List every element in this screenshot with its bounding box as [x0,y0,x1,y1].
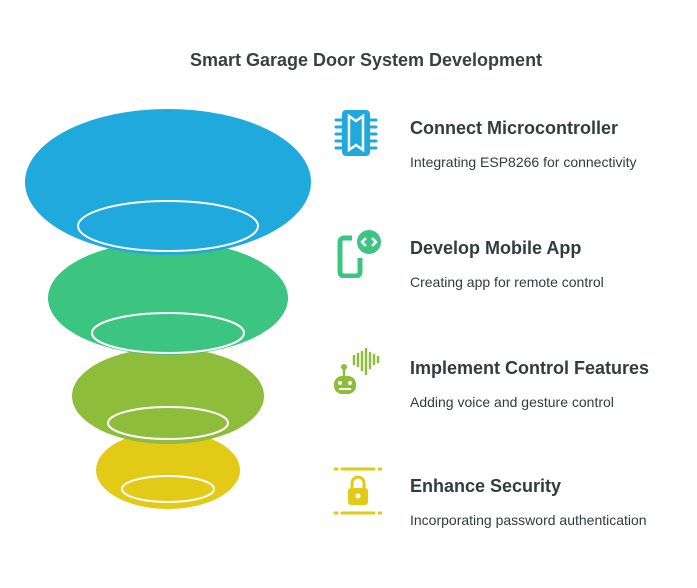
diagram-title: Smart Garage Door System Development [189,50,543,70]
mobile-code-icon [337,230,381,278]
robot-voice-icon [334,348,380,394]
step-description: Adding voice and gesture control [410,394,614,410]
step-3: Implement Control Features Adding voice … [332,348,692,428]
step-heading: Connect Microcontroller [410,118,619,138]
step-heading: Implement Control Features [410,358,650,378]
step-4: Enhance Security Incorporating password … [332,466,692,546]
funnel-layer-4 [96,431,240,509]
funnel-layer-2 [48,241,288,355]
step-description: Incorporating password authentication [410,512,647,528]
microchip-icon [334,110,378,156]
funnel-layer-3 [72,348,264,444]
step-2: Develop Mobile App Creating app for remo… [332,228,692,308]
step-description: Integrating ESP8266 for connectivity [410,154,637,170]
step-heading: Enhance Security [410,476,562,496]
step-1: Connect Microcontroller Integrating ESP8… [332,108,692,188]
step-heading: Develop Mobile App [410,238,582,258]
step-description: Creating app for remote control [410,274,604,290]
funnel-layer-1 [25,109,311,255]
lock-icon [333,467,382,515]
